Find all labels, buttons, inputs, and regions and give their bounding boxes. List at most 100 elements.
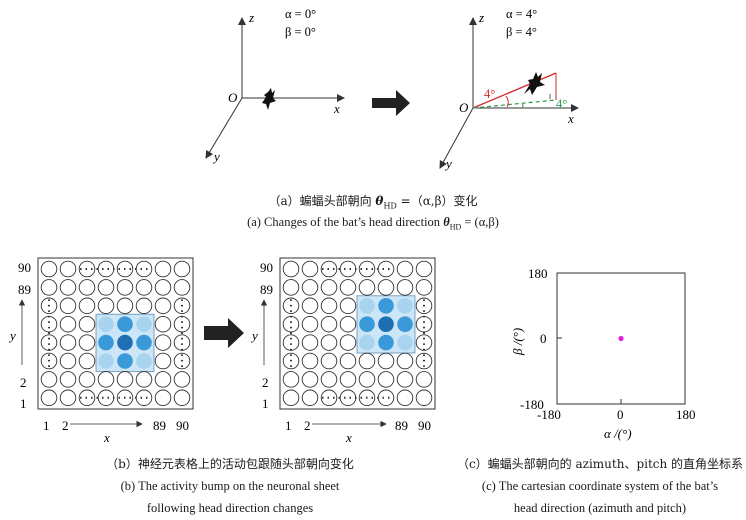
neuron-cell	[339, 389, 357, 407]
neuron-cell	[320, 352, 338, 370]
svg-text:1: 1	[20, 396, 27, 411]
neuron-cell	[78, 371, 96, 388]
neuron-cell	[59, 389, 77, 407]
active-neuron	[98, 353, 114, 369]
caption-b-en-line2: following head direction changes	[146, 501, 314, 515]
active-neuron	[378, 298, 394, 314]
active-neuron	[378, 316, 394, 333]
neuron-cell	[59, 334, 77, 351]
neuron-cell	[377, 352, 395, 370]
beta-value: β = 0°	[285, 25, 316, 39]
alpha-value: α = 0°	[285, 7, 316, 21]
active-neuron	[117, 334, 133, 351]
svg-text:2: 2	[262, 375, 269, 390]
neuron-grid-left	[37, 257, 194, 410]
neuron-cell	[320, 279, 338, 296]
neuron-cell	[339, 297, 357, 315]
svg-text:1: 1	[43, 418, 50, 433]
head-direction-point	[618, 335, 624, 342]
svg-text:1: 1	[285, 418, 292, 433]
neuron-cell	[173, 279, 191, 296]
svg-text:89: 89	[153, 418, 166, 433]
grid-frame	[279, 257, 436, 410]
neuron-cell	[339, 260, 357, 278]
neuron-cell	[320, 371, 338, 388]
svg-text:90: 90	[176, 418, 189, 433]
neuron-cell	[59, 352, 77, 370]
neuron-cell	[97, 279, 115, 296]
caption-c-en-line2: head direction (azimuth and pitch)	[513, 501, 687, 515]
caption-c-cn: （c）蝙蝠头部朝向的 azimuth、pitch 的直角坐标系	[456, 457, 744, 471]
y-tick-max: 180	[528, 266, 548, 281]
neuron-cell	[135, 371, 153, 388]
grid-left-y-label: y	[8, 328, 16, 343]
neuron-cell	[173, 315, 191, 333]
neuron-cell	[415, 260, 433, 278]
neuron-cell	[301, 371, 319, 388]
neuron-cell	[59, 260, 77, 278]
grid-axis-arrows	[18, 299, 387, 428]
svg-text:2: 2	[62, 418, 69, 433]
y-tick-min: -180	[520, 397, 544, 412]
axis-x-label: x	[333, 101, 340, 116]
neuron-cell	[59, 371, 77, 388]
neuron-cell	[59, 279, 77, 296]
azimuth-angle-label: 4°	[556, 97, 567, 111]
neuron-cell	[377, 371, 395, 388]
active-neuron	[117, 316, 133, 333]
svg-text:2: 2	[304, 418, 311, 433]
active-neuron	[359, 316, 375, 333]
neuron-cell	[320, 334, 338, 351]
bat-icon	[262, 88, 276, 110]
svg-text:89: 89	[260, 282, 273, 297]
svg-text:90: 90	[418, 418, 431, 433]
head-direction-line	[472, 72, 557, 109]
axis-y-label: y	[212, 149, 220, 164]
active-neuron	[98, 334, 114, 351]
neuron-cell	[78, 352, 96, 370]
neuron-cell	[415, 315, 433, 333]
neuron-cell	[154, 297, 172, 315]
neuron-cell	[301, 260, 319, 278]
axis-z-label: z	[248, 10, 254, 25]
origin-label: O	[228, 90, 238, 105]
neuron-cell	[78, 334, 96, 351]
x-tick-min: -180	[537, 407, 561, 422]
neuron-cell	[301, 315, 319, 333]
svg-text:90: 90	[260, 260, 273, 275]
neuron-cell	[301, 297, 319, 315]
neuron-cell	[97, 260, 115, 278]
neuron-cell	[301, 279, 319, 296]
grid-right-labels: 90 89 2 1 1 2 89 90 y x	[250, 260, 431, 445]
neuron-cell	[415, 334, 433, 351]
neuron-cell	[415, 389, 433, 407]
neuron-cell	[40, 389, 58, 407]
neuron-cell	[339, 334, 357, 351]
active-neuron	[397, 316, 413, 333]
azimuth-pitch-chart: 180 0 -180 -180 0 180 α /(°) β /(°)	[510, 266, 696, 441]
active-neuron	[397, 298, 413, 314]
active-neuron	[397, 334, 413, 351]
neuron-cell	[97, 371, 115, 388]
neuron-cell	[358, 371, 376, 388]
neuron-cell	[415, 279, 433, 296]
neuron-cell	[154, 315, 172, 333]
neuron-cell	[282, 389, 300, 407]
neuron-cell	[135, 389, 153, 407]
neuron-cell	[97, 297, 115, 315]
neuron-cell	[301, 334, 319, 351]
caption-b-cn: （b）神经元表格上的活动包跟随头部朝向变化	[106, 457, 354, 471]
projection-line	[472, 99, 557, 109]
neuron-cell	[78, 315, 96, 333]
neuron-cell	[282, 260, 300, 278]
svg-text:89: 89	[18, 282, 31, 297]
neuron-cell	[59, 297, 77, 315]
neuron-cell	[396, 352, 414, 370]
neuron-cell	[173, 371, 191, 388]
caption-a-en: (a) Changes of the bat’s head direction …	[247, 215, 499, 232]
neuron-cell	[173, 334, 191, 351]
active-neuron	[136, 334, 152, 351]
svg-text:β = 4°: β = 4°	[506, 25, 537, 39]
neuron-cell	[40, 371, 58, 388]
active-neuron	[378, 334, 394, 351]
